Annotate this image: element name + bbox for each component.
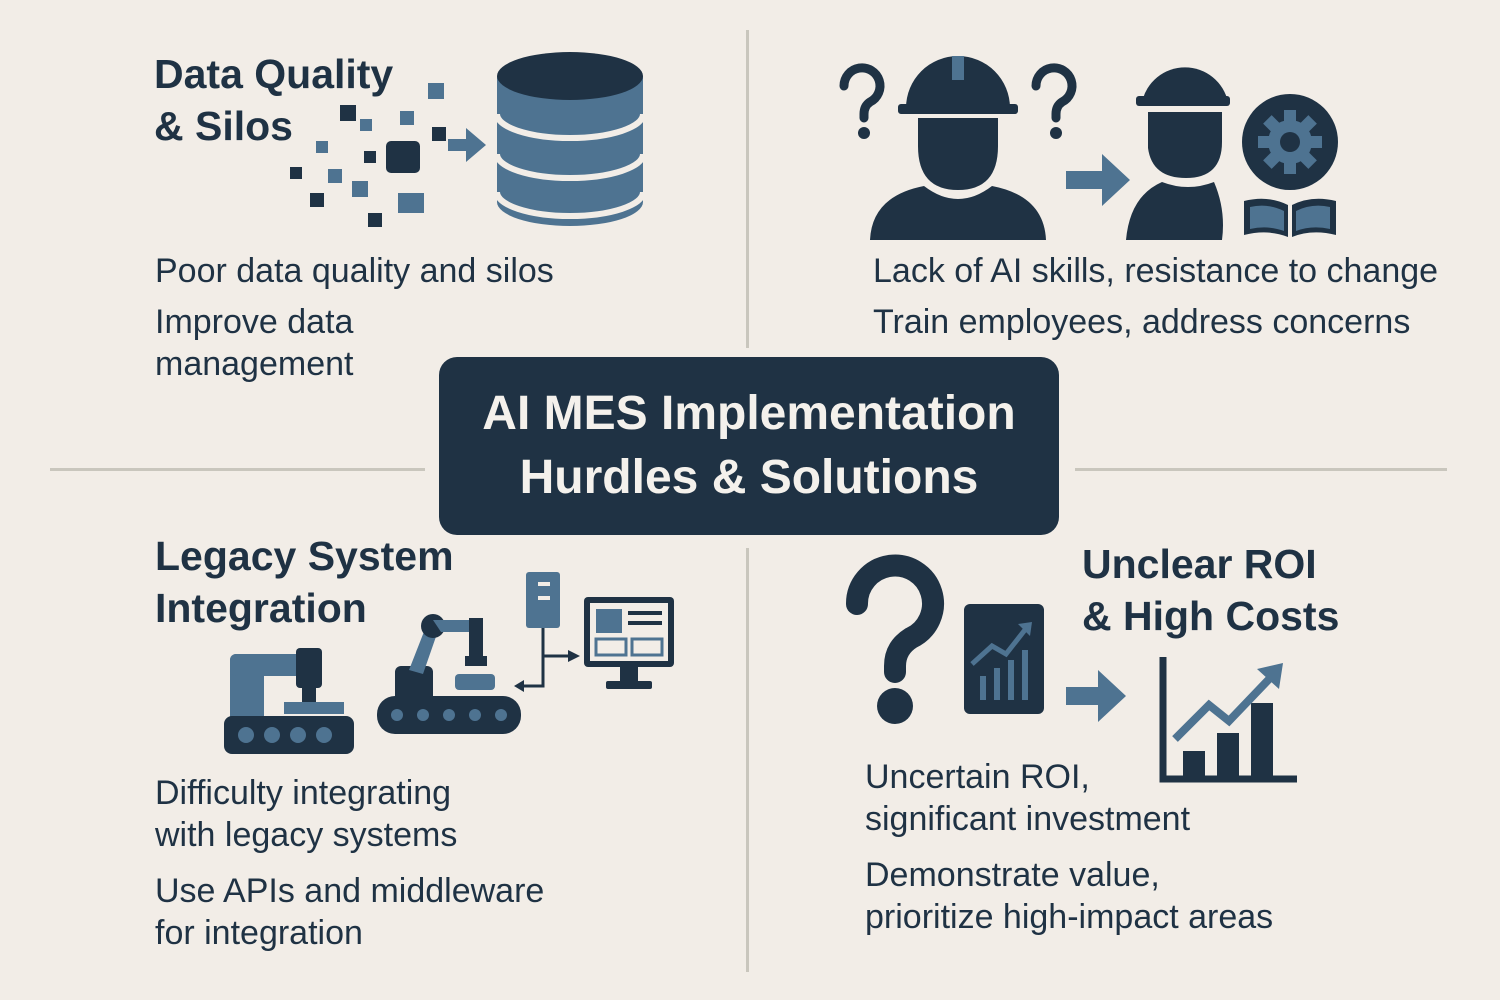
legacy-integration-solution: Use APIs and middleware for integration	[155, 872, 545, 952]
divider-horizontal-right	[1075, 468, 1447, 471]
monitor-icon	[584, 597, 674, 689]
legacy-integration-problem: Difficulty integrating with legacy syste…	[155, 774, 458, 854]
question-mark-icon	[839, 63, 885, 139]
ai-skills-solution: Train employees, address concerns	[873, 303, 1411, 341]
arrow-right-icon	[1066, 670, 1126, 722]
server-icon	[514, 572, 580, 692]
trained-worker-icon	[1126, 67, 1230, 240]
question-mark-icon	[845, 554, 944, 724]
ai-skills-problem: Lack of AI skills, resistance to change	[873, 252, 1439, 290]
data-quality-problem: Poor data quality and silos	[155, 252, 554, 290]
legacy-integration-heading: Legacy System Integration	[155, 533, 454, 631]
robot-arm-icon	[224, 648, 354, 754]
arrow-right-icon	[448, 128, 486, 162]
scattered-data-icon	[290, 83, 446, 227]
worker-icon	[870, 56, 1046, 240]
gear-icon	[1242, 94, 1338, 190]
question-mark-icon	[1031, 63, 1077, 139]
book-icon	[1244, 198, 1336, 237]
data-quality-heading: Data Quality & Silos	[154, 51, 394, 149]
center-title-box: AI MES Implementation Hurdles & Solution…	[439, 357, 1059, 535]
growth-chart-icon	[1159, 657, 1297, 783]
unclear-roi-heading: Unclear ROI & High Costs	[1082, 541, 1340, 639]
tablet-chart-icon	[964, 604, 1044, 714]
divider-vertical-top	[746, 30, 749, 348]
robot-arm-conveyor-icon	[377, 614, 521, 734]
arrow-right-icon	[1066, 154, 1130, 206]
center-title: AI MES Implementation Hurdles & Solution…	[482, 387, 1016, 504]
divider-vertical-bottom	[746, 548, 749, 972]
unclear-roi-solution: Demonstrate value, prioritize high-impac…	[865, 856, 1274, 936]
divider-horizontal-left	[50, 468, 425, 471]
database-icon	[494, 52, 646, 226]
unclear-roi-problem: Uncertain ROI, significant investment	[865, 758, 1191, 838]
data-quality-solution: Improve data management	[155, 303, 354, 383]
